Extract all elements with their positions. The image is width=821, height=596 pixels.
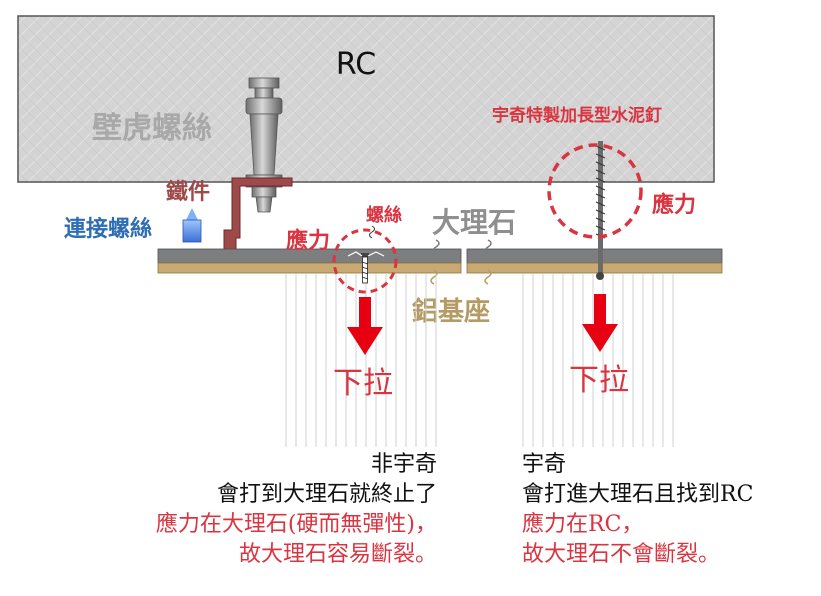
caption-right-line2: 會打進大理石且找到RC <box>522 482 754 507</box>
marble-right <box>466 248 723 264</box>
stress-label-right: 應力 <box>652 192 696 218</box>
rc-slab <box>17 15 715 183</box>
pull-arrow-left <box>347 297 383 355</box>
stress-label-left: 應力 <box>286 228 330 254</box>
crack-lines <box>347 251 385 257</box>
marble-pointer-1 <box>432 239 440 255</box>
pull-label-right: 下拉 <box>569 363 629 398</box>
stress-circle-right <box>547 143 643 239</box>
long-nail <box>595 141 606 280</box>
caption-right-line4: 故大理石不會斷裂。 <box>522 542 721 567</box>
pull-label-left: 下拉 <box>333 366 393 401</box>
caption-left-line4: 故大理石容易斷裂。 <box>238 542 437 567</box>
caption-right-line3: 應力在RC， <box>522 512 644 537</box>
aluminum-pointer-2 <box>484 269 492 285</box>
wall-anchor-label: 壁虎螺絲 <box>92 111 212 146</box>
rc-label: RC <box>336 47 376 82</box>
connect-screw-label: 連接螺絲 <box>64 216 152 242</box>
aluminum-right <box>466 262 723 274</box>
aluminum-pointer-1 <box>430 269 438 285</box>
screw-pointer <box>369 225 375 239</box>
fibers-left <box>285 274 437 447</box>
iron-piece-label: 鐵件 <box>166 180 210 205</box>
aluminum-left <box>157 262 462 274</box>
yuqi-nail-label: 宇奇特製加長型水泥釘 <box>492 105 662 126</box>
pull-arrow-right <box>582 294 618 352</box>
caption-right-line1: 宇奇 <box>522 452 567 477</box>
marble-pointer-2 <box>484 239 492 255</box>
caption-left-line1: 非宇奇 <box>370 452 437 477</box>
fibers-right <box>522 274 674 447</box>
short-screw <box>361 253 369 284</box>
connect-screw <box>182 208 202 243</box>
stress-circle-left <box>332 228 398 294</box>
caption-right: 宇奇 會打進大理石且找到RC 應力在RC， 故大理石不會斷裂。 <box>522 450 753 570</box>
marble-label: 大理石 <box>432 206 516 239</box>
aluminum-base-label: 鋁基座 <box>412 296 490 327</box>
screw-label: 螺絲 <box>366 204 402 226</box>
caption-left-line3: 應力在大理石(硬而無彈性)， <box>155 512 437 537</box>
caption-left-line2: 會打到大理石就終止了 <box>216 482 437 507</box>
caption-left: 非宇奇 會打到大理石就終止了 應力在大理石(硬而無彈性)， 故大理石容易斷裂。 <box>156 450 437 570</box>
